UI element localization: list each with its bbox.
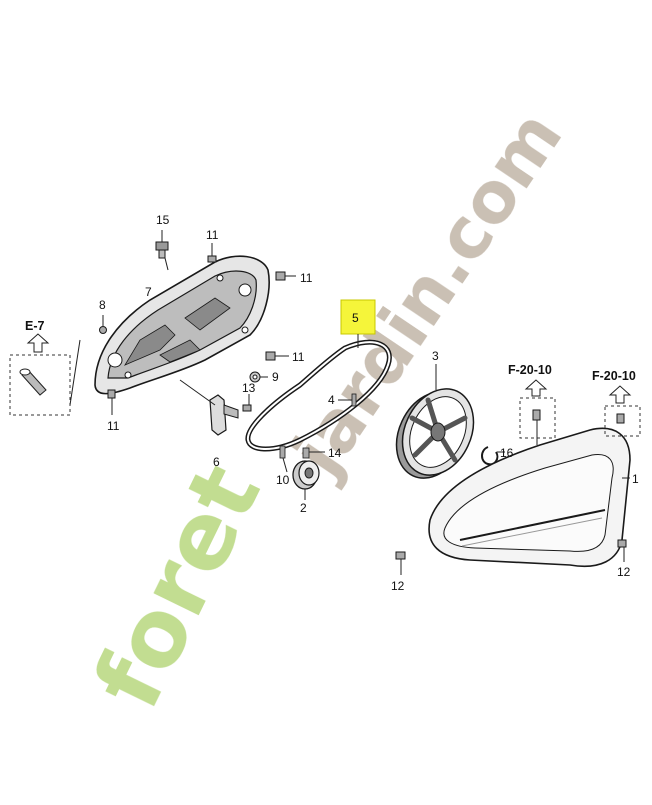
- watermark-green-text: foret: [74, 449, 282, 725]
- ref-f20-right-group[interactable]: F-20-10: [592, 369, 641, 437]
- leader-e7: [69, 339, 81, 406]
- part-11-nut-right-top[interactable]: [275, 271, 296, 281]
- callout-5[interactable]: 5: [352, 311, 359, 325]
- callout-11-top[interactable]: 11: [206, 228, 219, 242]
- part-8-screw[interactable]: [99, 315, 107, 334]
- callout-8[interactable]: 8: [99, 298, 106, 312]
- callout-2[interactable]: 2: [300, 501, 307, 515]
- part-1-belt-cover[interactable]: [428, 427, 631, 567]
- part-4-pin[interactable]: [338, 393, 357, 407]
- callout-11-right-top[interactable]: 11: [300, 271, 313, 285]
- callout-15[interactable]: 15: [156, 213, 170, 227]
- callout-1[interactable]: 1: [632, 472, 639, 486]
- part-3-large-pulley[interactable]: [383, 364, 487, 490]
- part-11-clip-top[interactable]: [207, 243, 217, 263]
- callout-16[interactable]: 16: [500, 446, 514, 460]
- callout-7[interactable]: 7: [145, 285, 152, 299]
- part-7-case-plate[interactable]: [94, 255, 270, 395]
- part-2-small-pulley[interactable]: [292, 460, 320, 500]
- arrow-up-icon: [26, 333, 50, 353]
- arrow-up-icon: [608, 385, 632, 404]
- ref-f20-left-label[interactable]: F-20-10: [508, 363, 552, 377]
- ref-f20-right-box: [604, 405, 641, 437]
- callout-6[interactable]: 6: [213, 455, 220, 469]
- callout-11-bottom[interactable]: 11: [107, 419, 120, 433]
- callout-13[interactable]: 13: [242, 381, 256, 395]
- callout-4[interactable]: 4: [328, 393, 335, 407]
- part-11-nut-right-mid[interactable]: [265, 351, 289, 361]
- arrow-up-icon: [524, 379, 548, 397]
- part-15-bolt[interactable]: [155, 230, 169, 271]
- part-5-belt[interactable]: [245, 339, 392, 452]
- part-16-circlip[interactable]: [481, 446, 505, 466]
- part-12-bolt-left[interactable]: [395, 551, 406, 575]
- ref-e7-label[interactable]: E-7: [25, 319, 45, 333]
- part-10-key[interactable]: [279, 445, 288, 473]
- ref-e7-group[interactable]: E-7: [9, 319, 81, 416]
- callout-10[interactable]: 10: [276, 473, 290, 487]
- callout-12-right[interactable]: 12: [617, 565, 631, 579]
- shaft-part: [19, 368, 47, 396]
- part-6-bracket[interactable]: [179, 379, 239, 436]
- watermark: foret jardin.com: [74, 96, 579, 724]
- ref-e7-box: [9, 354, 71, 416]
- callout-9[interactable]: 9: [272, 370, 279, 384]
- part-9-washer[interactable]: [249, 371, 268, 383]
- callout-14[interactable]: 14: [328, 446, 342, 460]
- callout-11-right-mid[interactable]: 11: [292, 350, 305, 364]
- callout-3[interactable]: 3: [432, 349, 439, 363]
- part-14-setscrew[interactable]: [302, 447, 325, 459]
- ref-f20-left-group[interactable]: F-20-10: [508, 363, 556, 445]
- callout-12-left[interactable]: 12: [391, 579, 405, 593]
- part-13-bolt[interactable]: [242, 394, 252, 412]
- ref-f20-right-label[interactable]: F-20-10: [592, 369, 636, 383]
- part-12-bolt-right[interactable]: [617, 539, 627, 562]
- part-11-clip-bottom[interactable]: [107, 389, 116, 415]
